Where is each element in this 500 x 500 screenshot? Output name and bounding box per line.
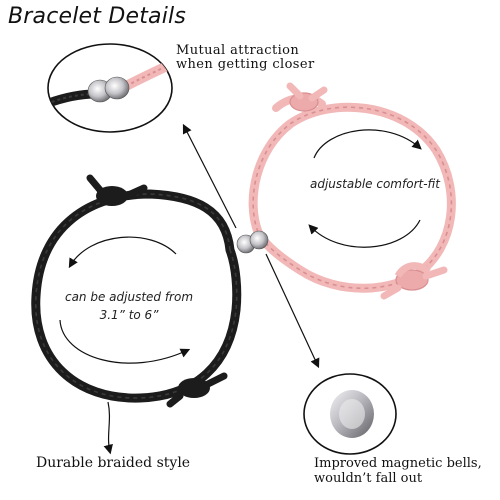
pointer-lines [103,123,320,455]
zoom-circle-magnet [303,373,397,455]
callout-magnetic-bells: Improved magnetic bells, wouldn’t fall o… [314,456,482,486]
pink-bracelet [248,82,456,300]
magnetic-clasp [236,230,269,254]
page-title: Bracelet Details [8,4,186,29]
label-adjustable-comfort: adjustable comfort-fit [310,177,440,191]
pink-adjust-arrows [308,129,422,248]
callout-mutual-line1: Mutual attraction [176,43,300,58]
label-adjust-line2: 3.1” to 6” [99,308,159,322]
callout-magnet-line2: wouldn’t fall out [314,471,423,486]
label-adjust-range: can be adjusted from 3.1” to 6” [54,288,204,324]
black-bracelet [31,174,242,408]
black-adjust-arrows [59,236,191,364]
label-adjust-line1: can be adjusted from [64,290,194,304]
callout-mutual-line2: when getting closer [176,57,315,72]
callout-magnet-line1: Improved magnetic bells, [314,456,482,471]
callout-durable-braided: Durable braided style [36,455,191,471]
zoom-circle-clasp [47,43,173,133]
callout-mutual-attraction: Mutual attraction when getting closer [176,44,315,72]
